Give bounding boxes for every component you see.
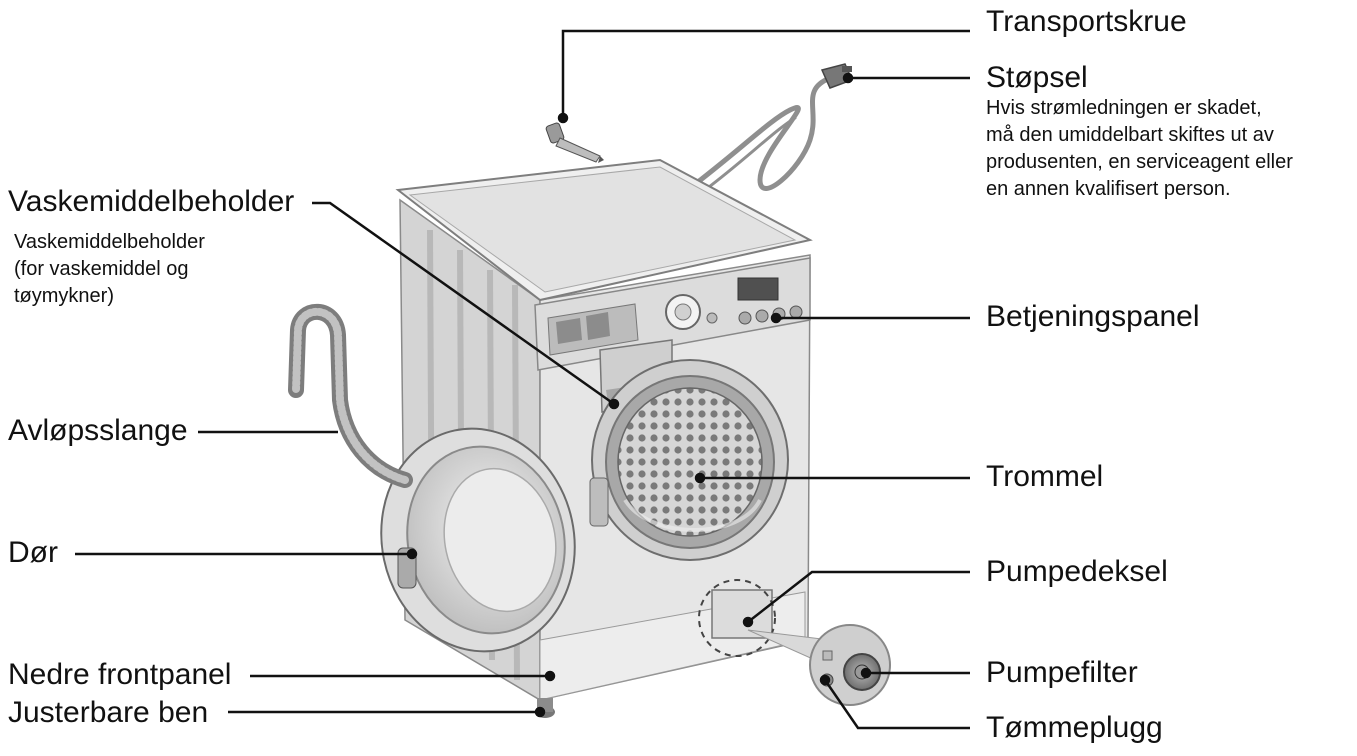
label-pump-cover: Pumpedeksel: [986, 555, 1168, 588]
control-panel-illustration: [665, 277, 803, 330]
label-lower-front-panel: Nedre frontpanel: [8, 658, 232, 691]
power-cord: [687, 75, 833, 192]
label-drain-plug: Tømmeplugg: [986, 711, 1163, 744]
pump-cover-illustration: [698, 579, 776, 657]
drum-illustration: [591, 359, 789, 561]
label-control-panel: Betjeningspanel: [986, 300, 1200, 333]
label-detergent-drawer: Vaskemiddelbeholder: [8, 185, 295, 218]
plug-warning-note: Hvis strømledningen er skadet, må den um…: [986, 97, 1293, 200]
leader-lines: [75, 29, 970, 730]
drain-hose-illustration: [288, 303, 413, 488]
door-illustration: [380, 427, 576, 653]
label-pump-filter: Pumpefilter: [986, 656, 1138, 689]
detergent-drawer-note: Vaskemiddelbeholder (for vaskemiddel og …: [14, 231, 205, 307]
label-adjustable-feet: Justerbare ben: [8, 696, 209, 726]
door-hinge: [589, 477, 609, 527]
label-plug: Støpsel: [986, 61, 1088, 94]
label-drain-hose: Avløpsslange: [8, 414, 188, 447]
label-drum: Trommel: [986, 460, 1104, 493]
pump-filter-zoom: [747, 624, 891, 706]
label-transport-screw: Transportskrue: [986, 5, 1187, 38]
label-door: Dør: [8, 536, 58, 569]
transport-screw-icon: [545, 122, 604, 163]
